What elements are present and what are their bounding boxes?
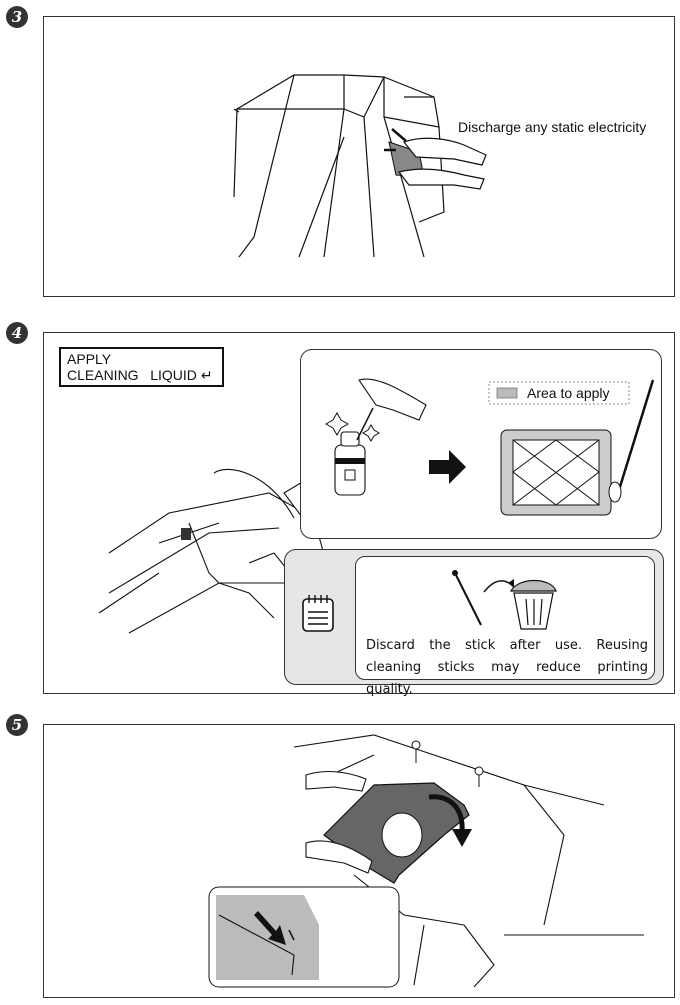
lcd-line-1: APPLY xyxy=(67,351,112,367)
step-4-icon: 4 xyxy=(6,322,28,344)
step-5-panel xyxy=(43,724,675,998)
trash-bin xyxy=(510,579,557,630)
legend-label: Area to apply xyxy=(527,385,610,401)
step-3-panel: Discharge any static electricity xyxy=(43,16,675,297)
apply-area-swatch xyxy=(496,387,518,399)
apply-illustration: Area to apply xyxy=(324,378,655,516)
step-3-illustration: Discharge any static electricity xyxy=(233,74,646,258)
note-text: Discard the stick after use. Reusing cle… xyxy=(366,638,648,697)
notepad-icon xyxy=(302,595,334,632)
step-5-illustration xyxy=(208,734,644,988)
step-4-number: 4 xyxy=(11,324,23,342)
lcd-line-2-text: CLEANING LIQUID xyxy=(67,367,197,383)
cap-diagram xyxy=(500,379,655,516)
step-4-panel: APPLY CLEANING LIQUID ↵ xyxy=(43,332,675,697)
arrow-right-icon xyxy=(429,450,466,484)
cover-hole xyxy=(381,812,423,858)
step-5-number: 5 xyxy=(11,716,23,734)
step-3-icon: 3 xyxy=(6,6,28,28)
down-arrow-icon xyxy=(254,911,286,945)
carriage-block xyxy=(181,528,191,540)
discard-illustration xyxy=(452,570,557,630)
step-5-icon: 5 xyxy=(6,714,28,736)
lcd-line-2: CLEANING LIQUID ↵ xyxy=(67,367,216,383)
step-3-number: 3 xyxy=(11,8,23,26)
note-section: Discard the stick after use. Reusing cle… xyxy=(284,549,664,697)
lcd-display: APPLY CLEANING LIQUID ↵ xyxy=(59,347,224,387)
note-box: Discard the stick after use. Reusing cle… xyxy=(355,556,655,697)
apply-callout-box: Area to apply xyxy=(300,349,662,539)
cleaning-stick xyxy=(455,574,482,626)
enter-icon: ↵ xyxy=(200,367,213,383)
rotate-arrow-icon xyxy=(428,794,465,834)
step-3-callout: Discharge any static electricity xyxy=(458,119,646,135)
